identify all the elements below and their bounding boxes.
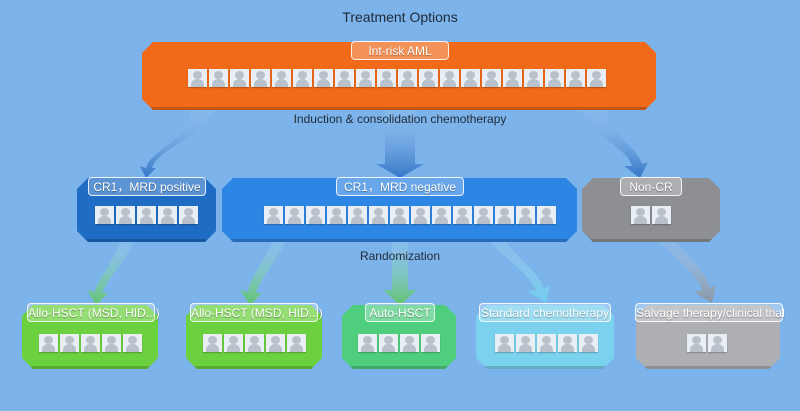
person-icon: [495, 206, 514, 224]
person-icon: [102, 334, 121, 352]
person-icon: [579, 334, 598, 352]
people-auto-hsct: [358, 334, 440, 352]
person-icon: [348, 206, 367, 224]
arrow-to-standard-chemo: [490, 242, 550, 303]
people-non-cr: [631, 206, 671, 224]
label-int-risk-aml: Int-risk AML: [351, 41, 449, 60]
person-icon: [652, 206, 671, 224]
person-icon: [400, 334, 419, 352]
person-icon: [272, 69, 291, 87]
arrow-to-allo-hsct-1: [87, 242, 134, 305]
person-icon: [516, 206, 535, 224]
person-icon: [545, 69, 564, 87]
person-icon: [631, 206, 650, 224]
label-allo-hsct-1: Allo-HSCT (MSD, HID...): [27, 303, 160, 322]
person-icon: [264, 206, 283, 224]
label-mrd-negative: CR1，MRD negative: [336, 177, 464, 196]
person-icon: [537, 206, 556, 224]
arrow-to-allo-hsct-2: [240, 242, 286, 305]
person-icon: [293, 69, 312, 87]
person-icon: [39, 334, 58, 352]
person-icon: [60, 334, 79, 352]
person-icon: [203, 334, 222, 352]
person-icon: [687, 334, 706, 352]
people-allo-hsct-2: [203, 334, 306, 352]
person-icon: [285, 206, 304, 224]
person-icon: [327, 206, 346, 224]
person-icon: [398, 69, 417, 87]
person-icon: [453, 206, 472, 224]
person-icon: [356, 69, 375, 87]
person-icon: [287, 334, 306, 352]
person-icon: [461, 69, 480, 87]
person-icon: [474, 206, 493, 224]
arrow-to-non-cr: [580, 110, 648, 178]
person-icon: [137, 206, 156, 224]
person-icon: [179, 206, 198, 224]
arrow-to-mrd-positive: [140, 110, 214, 178]
person-icon: [81, 334, 100, 352]
person-icon: [495, 334, 514, 352]
diagram-title: Treatment Options: [342, 9, 458, 25]
label-mrd-positive: CR1，MRD positive: [88, 177, 206, 196]
person-icon: [188, 69, 207, 87]
person-icon: [209, 69, 228, 87]
person-icon: [379, 334, 398, 352]
person-icon: [224, 334, 243, 352]
arrow-to-salvage: [660, 242, 716, 303]
label-salvage-therapy: Salvage therapy/clinical trial: [635, 303, 785, 322]
arrow-to-mrd-negative: [376, 110, 424, 178]
person-icon: [411, 206, 430, 224]
people-standard-chemotherapy: [495, 334, 598, 352]
people-salvage-therapy: [687, 334, 727, 352]
person-icon: [335, 69, 354, 87]
people-allo-hsct-1: [39, 334, 142, 352]
arrow-to-auto-hsct: [383, 242, 417, 305]
person-icon: [390, 206, 409, 224]
person-icon: [566, 69, 585, 87]
person-icon: [377, 69, 396, 87]
person-icon: [558, 334, 577, 352]
label-auto-hsct: Auto-HSCT: [365, 303, 435, 322]
label-standard-chemotherapy: Standard chemotherapy: [479, 303, 611, 322]
person-icon: [95, 206, 114, 224]
people-mrd-negative: [264, 206, 556, 224]
person-icon: [306, 206, 325, 224]
person-icon: [314, 69, 333, 87]
person-icon: [432, 206, 451, 224]
label-allo-hsct-2: Allo-HSCT (MSD, HID...): [190, 303, 323, 322]
person-icon: [587, 69, 606, 87]
label-non-cr: Non-CR: [620, 177, 682, 196]
person-icon: [266, 334, 285, 352]
person-icon: [116, 206, 135, 224]
person-icon: [230, 69, 249, 87]
person-icon: [503, 69, 522, 87]
people-mrd-positive: [95, 206, 198, 224]
person-icon: [123, 334, 142, 352]
box-non-cr: [582, 178, 720, 242]
person-icon: [421, 334, 440, 352]
person-icon: [482, 69, 501, 87]
person-icon: [369, 206, 388, 224]
person-icon: [245, 334, 264, 352]
person-icon: [419, 69, 438, 87]
person-icon: [358, 334, 377, 352]
people-int-risk-aml: [188, 69, 606, 87]
person-icon: [440, 69, 459, 87]
person-icon: [537, 334, 556, 352]
person-icon: [708, 334, 727, 352]
person-icon: [158, 206, 177, 224]
person-icon: [251, 69, 270, 87]
caption-induction: Induction & consolidation chemotherapy: [293, 112, 507, 126]
person-icon: [516, 334, 535, 352]
person-icon: [524, 69, 543, 87]
caption-randomization: Randomization: [359, 249, 441, 263]
